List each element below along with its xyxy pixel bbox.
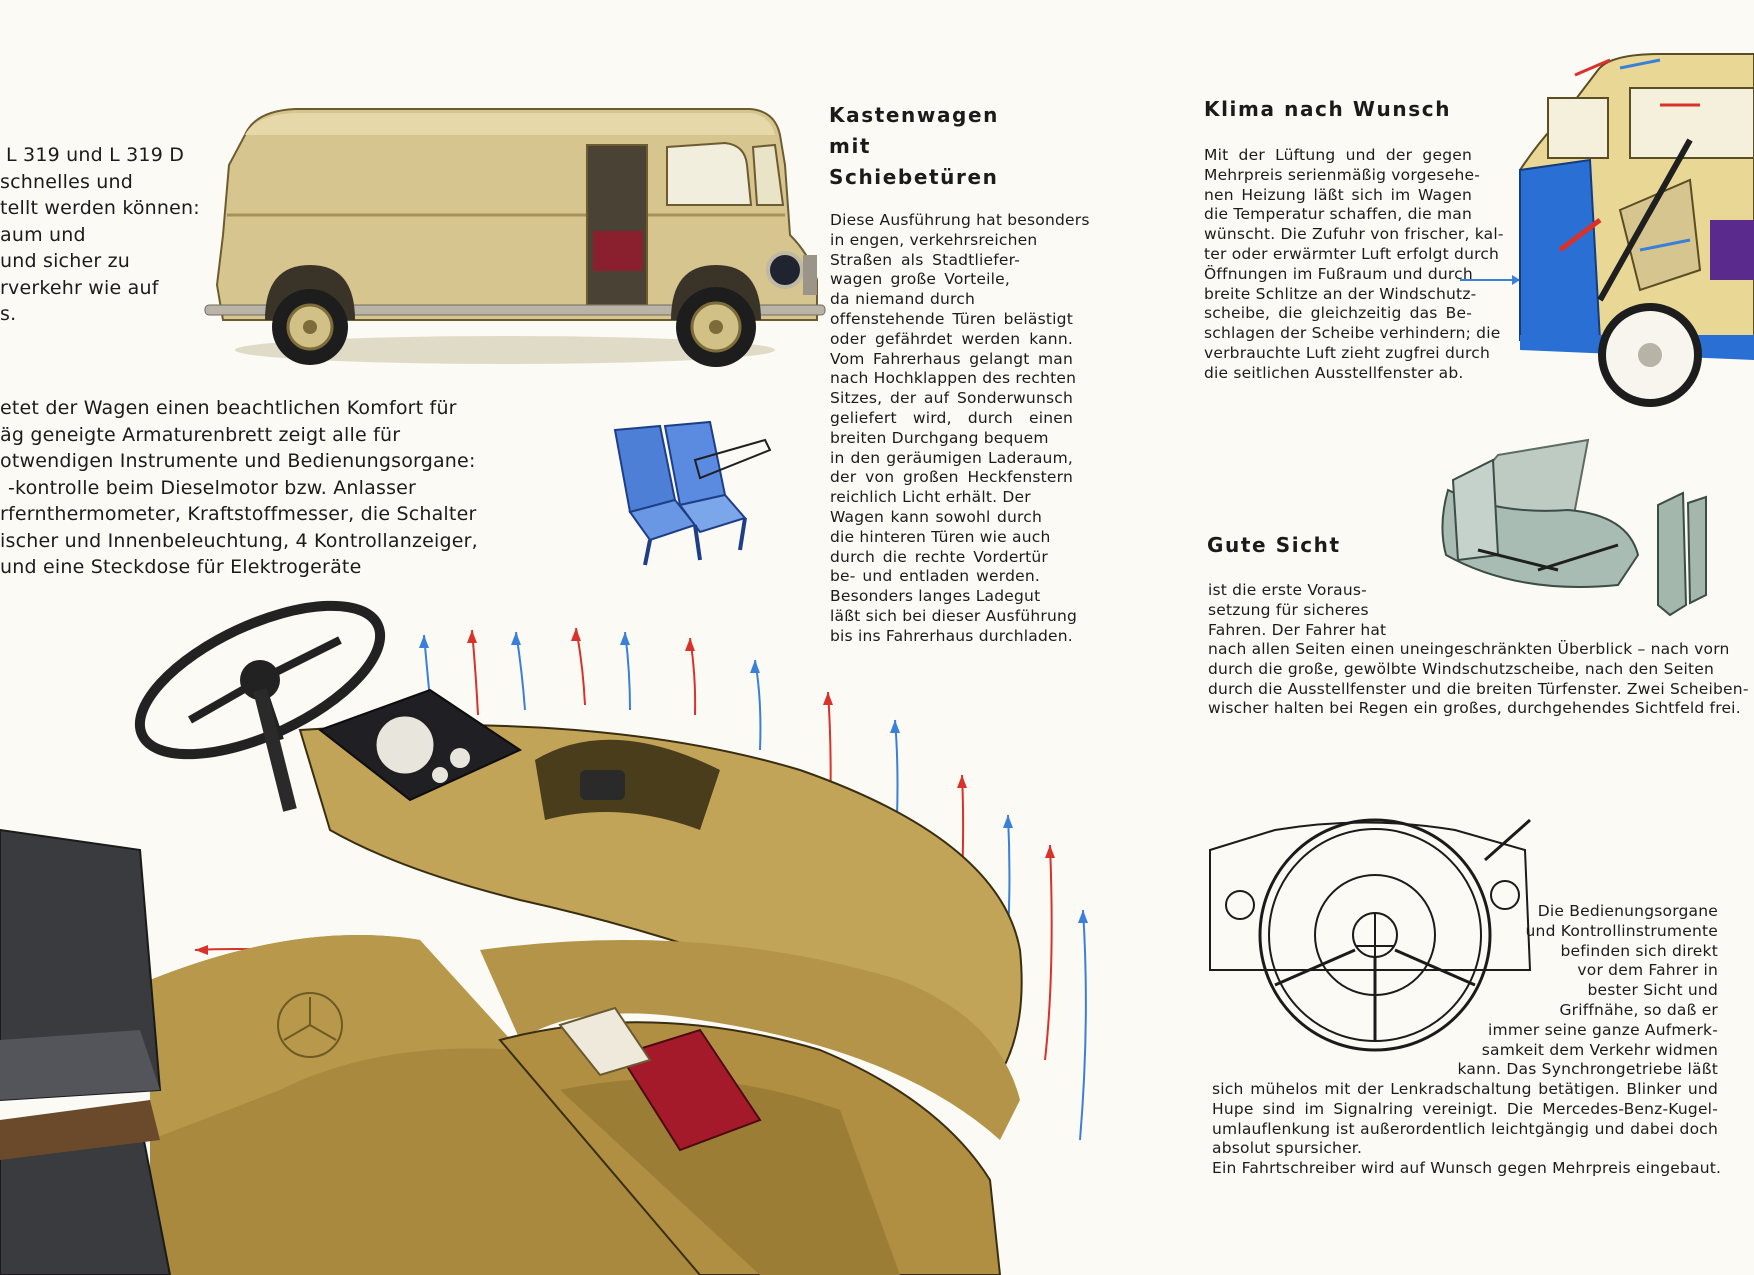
window-panes-illustration <box>1441 438 1707 617</box>
sicht-heading: Gute Sicht <box>1207 533 1341 557</box>
klima-heading: Klima nach Wunsch <box>1204 97 1452 121</box>
steering-wheel-diagram <box>1209 818 1532 1052</box>
bedienung-right: Die Bedienungsorgane und Kontrollinstrum… <box>1457 902 1718 1079</box>
klima-body: Mit der Lüftung und der gegen Mehrpreis … <box>1204 146 1504 382</box>
sicht-body: nach allen Seiten einen uneingeschränkte… <box>1208 640 1749 718</box>
van-illustration <box>204 108 826 367</box>
bedienung-body: sich mühelos mit der Lenkradschaltung be… <box>1212 1080 1722 1178</box>
dashboard-illustration <box>0 600 1088 1275</box>
seat-illustration <box>613 420 772 566</box>
cab-cutaway-illustration <box>1460 53 1754 407</box>
sicht-body-short: ist die erste Voraus- setzung für sicher… <box>1208 581 1387 639</box>
comfort-text: etet der Wagen einen beachtlichen Komfor… <box>0 397 478 578</box>
intro-text: L 319 und L 319 D schnelles und tellt we… <box>0 144 200 325</box>
kastenwagen-body: Diese Ausführung hat besonders in engen,… <box>830 211 1090 645</box>
kastenwagen-heading: Kastenwagen mit Schiebetüren <box>829 103 999 189</box>
